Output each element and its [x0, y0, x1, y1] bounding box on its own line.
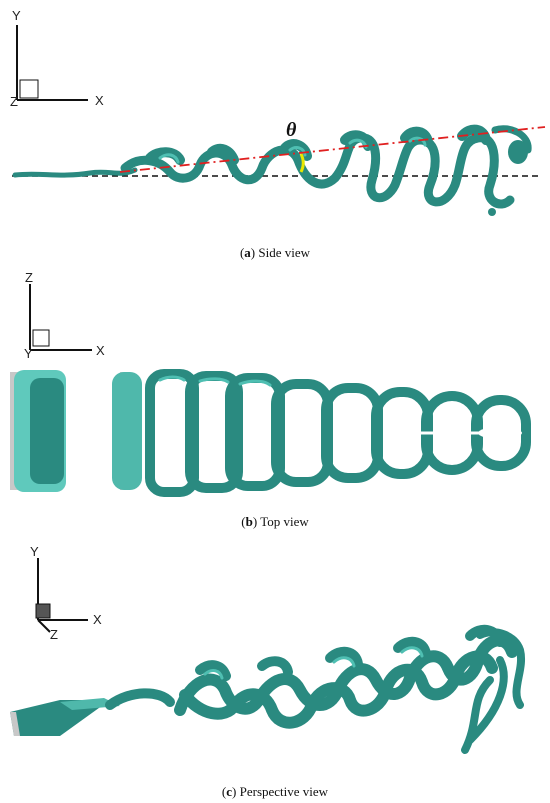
caption-a-text: Side view — [258, 245, 311, 260]
axis-label-y-b: Y — [24, 346, 33, 361]
angle-arc — [299, 153, 305, 173]
vortex-side — [12, 124, 532, 216]
axis-label-y: Y — [12, 8, 21, 23]
vortex-perspective — [10, 624, 526, 754]
theta-label: θ — [286, 119, 297, 141]
vortex-top — [10, 369, 531, 497]
perspective-view-figure: Y X Z — [10, 544, 526, 754]
axes-triad-c: Y X Z — [30, 544, 102, 642]
axis-label-z-b: Z — [25, 270, 33, 285]
side-view-figure: Y X Z θ — [10, 8, 546, 216]
caption-b-letter: b — [245, 514, 253, 529]
axis-label-x-b: X — [96, 343, 105, 358]
axis-label-x-c: X — [93, 612, 102, 627]
caption-a-letter: a — [244, 245, 251, 260]
axis-label-y-c: Y — [30, 544, 39, 559]
panel-perspective-view: Y X Z — [0, 540, 550, 780]
axes-triad-b: Z X Y — [24, 270, 105, 361]
panel-side-view: Y X Z θ — [0, 0, 550, 240]
trend-line — [119, 126, 546, 173]
axes-triad-a: Y X Z — [10, 8, 104, 109]
panel-top-view: Z X Y — [0, 268, 550, 508]
caption-c-text: Perspective view — [239, 784, 329, 799]
axis-label-x: X — [95, 93, 104, 108]
axis-label-z-c: Z — [50, 627, 58, 642]
caption-c-letter: c — [226, 784, 233, 799]
caption-a: (a) Side view — [239, 245, 311, 260]
axis-label-z: Z — [10, 94, 18, 109]
caption-b: (b) Top view — [241, 514, 309, 529]
caption-b-text: Top view — [260, 514, 309, 529]
caption-c: (c) Perspective view — [221, 784, 329, 799]
top-view-figure: Z X Y — [10, 270, 531, 497]
